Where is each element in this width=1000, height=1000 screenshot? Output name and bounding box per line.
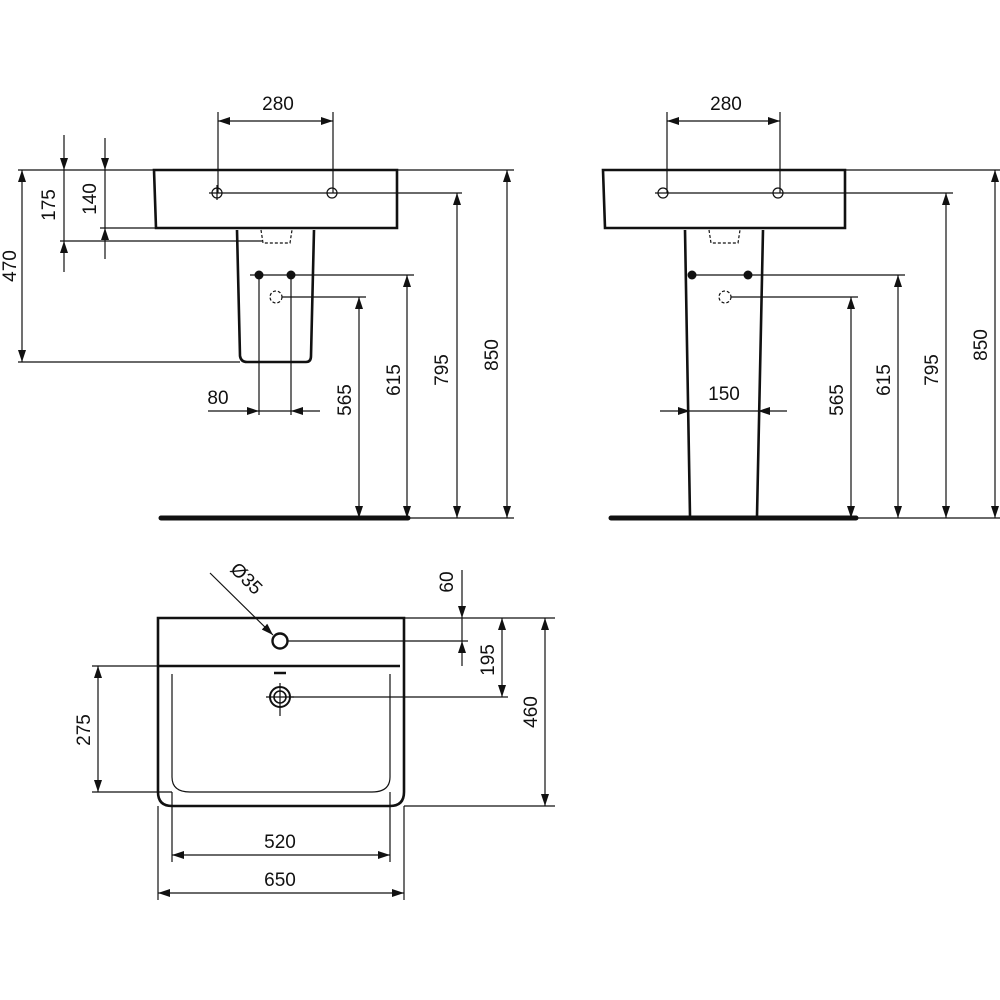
dim-label: 140 <box>80 183 101 215</box>
basin-plan-view: Ø35 60 195 460 275 520 650 <box>74 559 555 900</box>
dim-label: 795 <box>922 354 943 386</box>
dim-label: 650 <box>264 870 296 891</box>
dim-label: 275 <box>74 714 95 746</box>
dim-label: 195 <box>478 644 499 676</box>
pedestal-basin-view: 280 150 565 615 795 850 <box>601 94 1000 521</box>
dim-label: 470 <box>0 250 21 282</box>
dim-label: 150 <box>708 384 740 405</box>
dim-label: 520 <box>264 832 296 853</box>
dim-label: 795 <box>432 354 453 386</box>
dim-label: 565 <box>827 384 848 416</box>
bowl-outline <box>171 674 391 793</box>
pedestal-outline <box>683 229 765 517</box>
dim-label: 460 <box>521 696 542 728</box>
waste-outlet-icon <box>266 683 294 716</box>
dim-label: 175 <box>39 189 60 221</box>
wall-hung-basin-view: 280 470 175 140 80 565 615 795 850 <box>0 94 514 521</box>
dim-label: 60 <box>437 571 458 592</box>
waste-outlet-hidden <box>269 290 283 304</box>
dim-label: 615 <box>384 364 405 396</box>
dim-label: 80 <box>207 388 228 409</box>
semi-pedestal-outline <box>235 229 316 364</box>
dim-label: 280 <box>262 94 294 115</box>
tap-hole-leader <box>209 572 274 636</box>
waste-trap-hidden <box>260 229 293 244</box>
dim-label: 850 <box>971 329 992 361</box>
basin-outline <box>152 168 399 230</box>
tap-hole-icon <box>271 632 289 650</box>
waste-trap-hidden <box>708 229 741 244</box>
dim-label: 280 <box>710 94 742 115</box>
basin-plan-outline <box>156 616 406 808</box>
dim-label: 850 <box>482 339 503 371</box>
tap-hole-marks <box>655 187 953 199</box>
basin-outline <box>601 168 847 230</box>
tap-hole-marks <box>209 185 462 200</box>
dim-label: 565 <box>335 384 356 416</box>
dim-label: 615 <box>874 364 895 396</box>
dim-label: Ø35 <box>226 559 266 599</box>
waste-outlet-hidden <box>718 290 732 304</box>
